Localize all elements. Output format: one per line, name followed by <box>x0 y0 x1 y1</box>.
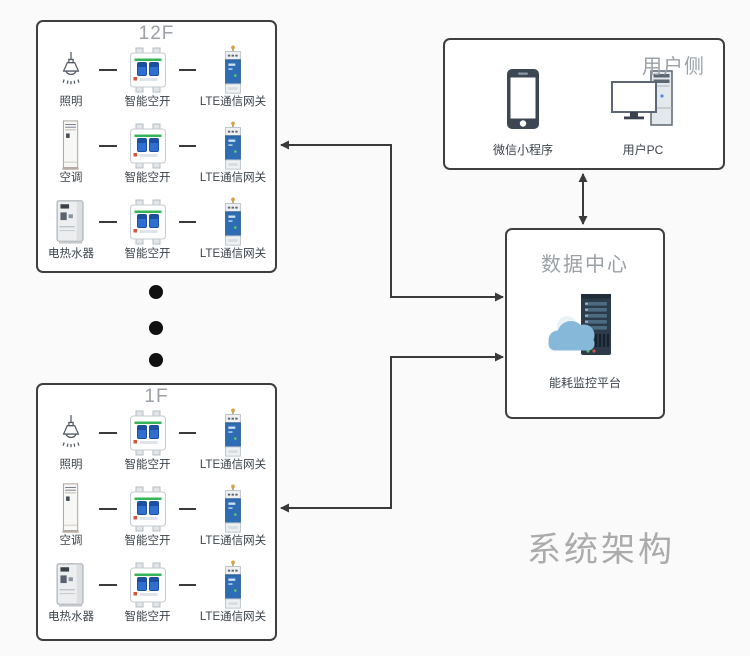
floor-row-heater: 电热水器 智能空开 LTE通信网关 <box>38 560 275 636</box>
floor-row-ac: 空调 智能空开 LTE通信网关 <box>38 484 275 560</box>
floor-row-lighting: 照明 智能空开 LTE通信网关 <box>38 45 275 121</box>
wire <box>99 508 117 510</box>
wire <box>178 69 196 71</box>
smart-breaker-icon <box>128 484 168 534</box>
wire <box>99 145 117 147</box>
diagram-title: 系统架构 <box>527 531 675 569</box>
smart-breaker-icon <box>128 45 168 95</box>
wire <box>178 508 196 510</box>
air-conditioner-icon <box>59 484 83 534</box>
user-side-title: 用户侧 <box>642 56 705 78</box>
smart-breaker-icon <box>128 121 168 171</box>
smart-breaker-icon <box>128 408 168 458</box>
breaker-label: 智能空开 <box>124 96 171 108</box>
water-heater-icon <box>54 560 88 610</box>
floor-box-12f: 12F 照明 智能空开 LTE通信网关 空调 <box>36 20 277 273</box>
device-label: 电热水器 <box>48 611 94 623</box>
lte-gateway-icon <box>222 45 244 95</box>
device-label: 电热水器 <box>48 248 94 260</box>
connector-1f-datacenter <box>280 352 504 513</box>
wire <box>99 69 117 71</box>
wire <box>178 432 196 434</box>
lte-gateway-icon <box>222 197 244 247</box>
wire <box>178 221 196 223</box>
user-item-pc: 用户PC <box>611 66 675 157</box>
wire <box>178 145 196 147</box>
cloud-server-icon <box>547 293 623 364</box>
lte-gateway-icon <box>222 484 244 534</box>
user-item-wechat: 微信小程序 <box>493 66 553 157</box>
user-item-label: 用户PC <box>622 143 664 157</box>
data-center-box: 数据中心 能耗监控平台 <box>505 228 665 419</box>
data-center-title: 数据中心 <box>541 254 629 276</box>
gateway-label: LTE通信网关 <box>199 96 267 108</box>
smart-breaker-icon <box>128 197 168 247</box>
device-label: 照明 <box>59 459 83 471</box>
air-conditioner-icon <box>59 121 83 171</box>
device-label: 照明 <box>59 96 83 108</box>
gateway-label: LTE通信网关 <box>199 459 267 471</box>
breaker-label: 智能空开 <box>124 172 171 184</box>
floor-box-1f: 1F 照明 智能空开 LTE通信网关 空调 <box>36 383 277 641</box>
gateway-label: LTE通信网关 <box>199 535 267 547</box>
floor-row-heater: 电热水器 智能空开 LTE通信网关 <box>38 197 275 273</box>
device-label: 空调 <box>59 535 83 547</box>
breaker-label: 智能空开 <box>124 535 171 547</box>
floor-row-lighting: 照明 智能空开 LTE通信网关 <box>38 408 275 484</box>
lte-gateway-icon <box>222 121 244 171</box>
wire <box>99 221 117 223</box>
lte-gateway-icon <box>222 408 244 458</box>
floor-title: 1F <box>144 386 169 407</box>
platform-label: 能耗监控平台 <box>548 376 621 390</box>
ellipsis-dot <box>149 321 163 335</box>
gateway-label: LTE通信网关 <box>199 248 267 260</box>
wire <box>99 584 117 586</box>
lamp-icon <box>58 408 84 458</box>
ellipsis-dot <box>149 353 163 367</box>
floor-row-ac: 空调 智能空开 LTE通信网关 <box>38 121 275 197</box>
water-heater-icon <box>54 197 88 247</box>
gateway-label: LTE通信网关 <box>199 611 267 623</box>
ellipsis-dot <box>149 285 163 299</box>
lamp-icon <box>58 45 84 95</box>
breaker-label: 智能空开 <box>124 459 171 471</box>
user-side-box: 用户侧 微信小程序 用户PC <box>443 38 725 170</box>
device-label: 空调 <box>59 172 83 184</box>
lte-gateway-icon <box>222 560 244 610</box>
floor-title: 12F <box>138 23 175 44</box>
wire <box>178 584 196 586</box>
wire <box>99 432 117 434</box>
breaker-label: 智能空开 <box>124 248 171 260</box>
user-item-label: 微信小程序 <box>492 143 553 157</box>
smartphone-icon <box>506 66 540 132</box>
breaker-label: 智能空开 <box>124 611 171 623</box>
smart-breaker-icon <box>128 560 168 610</box>
gateway-label: LTE通信网关 <box>199 172 267 184</box>
